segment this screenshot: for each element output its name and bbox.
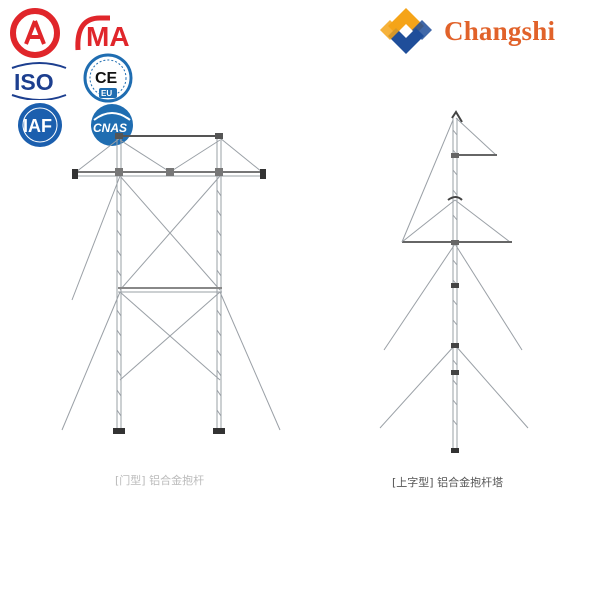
cnas-text: CNAS <box>93 121 127 135</box>
shang-tower-drawing <box>379 110 529 453</box>
ce-text: CE <box>95 70 118 87</box>
gate-tower-caption: [门型] 铝合金抱杆 <box>115 474 205 487</box>
ce-logo: CE EU <box>83 53 133 103</box>
brand-mark-icon <box>380 8 432 54</box>
iaf-logo: IAF <box>18 103 62 147</box>
brand-name: Changshi <box>444 16 556 46</box>
ccc-logo <box>10 8 60 58</box>
cma-logo: MA <box>75 15 130 52</box>
cma-text: MA <box>86 21 130 52</box>
shang-tower-caption: [上字型] 铝合金抱杆塔 <box>392 476 504 489</box>
gate-tower-drawing <box>61 133 281 434</box>
iso-text: ISO <box>14 69 54 95</box>
brand-logo: Changshi <box>376 6 596 56</box>
ce-region-text: EU <box>101 89 112 98</box>
iaf-text: IAF <box>23 116 52 136</box>
iso-logo: ISO <box>11 62 67 100</box>
